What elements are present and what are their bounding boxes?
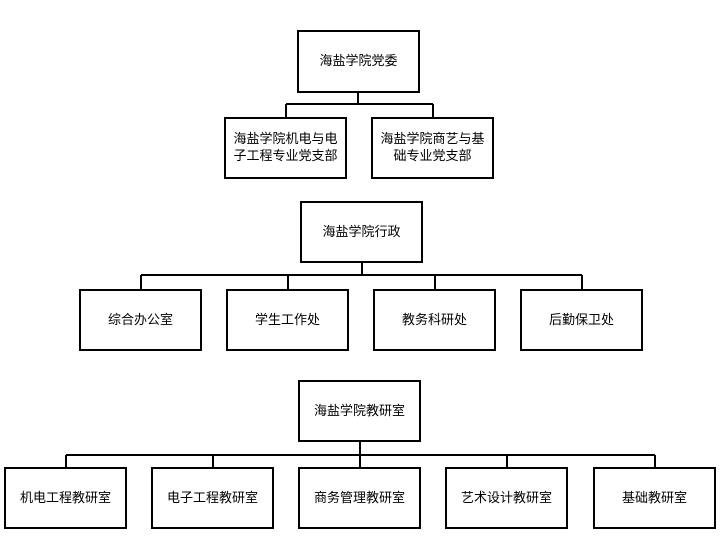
teaching-office-box: 机电工程教研室 [4,467,127,529]
admin-office-box: 学生工作处 [226,289,349,351]
admin-root-box: 海盐学院行政 [300,201,423,263]
party-branch-box: 海盐学院商艺与基础专业党支部 [371,117,494,179]
admin-office-label: 后勤保卫处 [548,312,614,328]
admin-office-label: 学生工作处 [254,312,320,328]
teaching-root-box: 海盐学院教研室 [298,380,421,442]
teaching-office-box: 基础教研室 [593,467,716,529]
admin-office-label: 综合办公室 [107,312,173,328]
admin-office-box: 综合办公室 [79,289,202,351]
teaching-office-label: 电子工程教研室 [166,490,258,506]
teaching-office-box: 艺术设计教研室 [445,467,568,529]
admin-office-label: 教务科研处 [401,312,467,328]
teaching-office-label: 机电工程教研室 [19,490,111,506]
teaching-office-label: 艺术设计教研室 [460,490,552,506]
admin-root-label: 海盐学院行政 [322,224,401,240]
teaching-office-label: 商务管理教研室 [313,490,405,506]
teaching-office-box: 电子工程教研室 [151,467,274,529]
admin-office-box: 后勤保卫处 [520,289,643,351]
admin-office-box: 教务科研处 [373,289,496,351]
teaching-root-label: 海盐学院教研室 [313,403,405,419]
party-branch-label: 海盐学院机电与电子工程专业党支部 [233,132,338,164]
party-root-label: 海盐学院党委 [319,54,398,69]
teaching-office-label: 基础教研室 [621,490,687,506]
teaching-office-box: 商务管理教研室 [298,467,421,529]
party-branch-label: 海盐学院商艺与基础专业党支部 [380,132,485,164]
party-branch-box: 海盐学院机电与电子工程专业党支部 [224,117,347,179]
party-root-box: 海盐学院党委 [297,30,420,93]
